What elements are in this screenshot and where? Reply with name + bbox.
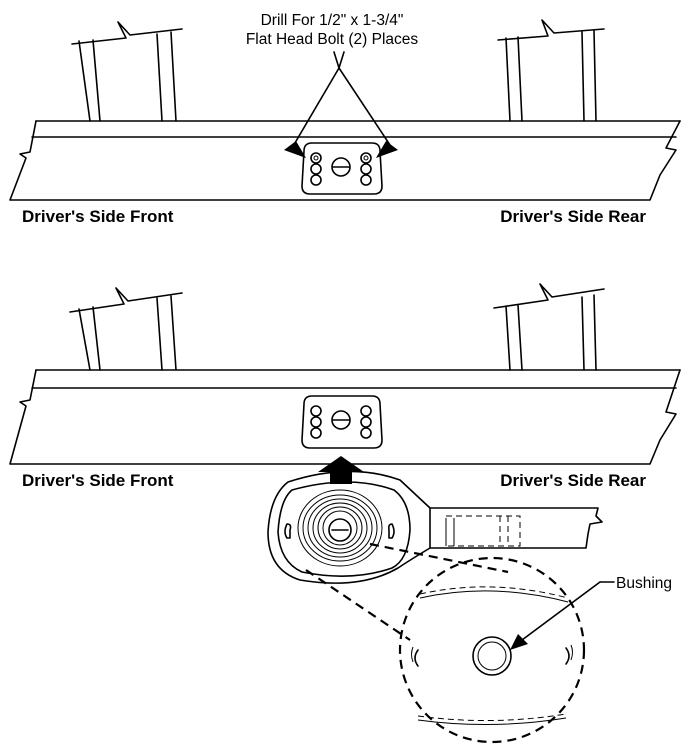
top-left-crossmember <box>71 21 183 122</box>
drill-callout-arrows <box>284 51 398 158</box>
detail-projection-lines <box>305 542 509 641</box>
drill-callout-line2: Flat Head Bolt (2) Places <box>246 31 419 48</box>
bottom-view: Driver's Side Front Driver's Side Rear <box>9 283 681 744</box>
bushing-callout <box>510 581 615 650</box>
bottom-right-crossmember <box>493 283 605 371</box>
bushing-label: Bushing <box>616 575 672 592</box>
bottom-front-label: Driver's Side Front <box>22 471 174 490</box>
install-direction-arrow <box>318 456 364 484</box>
top-front-label: Driver's Side Front <box>22 207 174 226</box>
bottom-left-crossmember <box>69 287 183 371</box>
top-view: Drill For 1/2" x 1-3/4" Flat Head Bolt (… <box>9 12 681 226</box>
bottom-frame-rail <box>9 369 681 465</box>
top-right-crossmember <box>497 19 605 122</box>
hitch-bracket <box>267 470 603 584</box>
bottom-rear-label: Driver's Side Rear <box>500 471 646 490</box>
top-rear-label: Driver's Side Rear <box>500 207 646 226</box>
bushing-detail <box>398 556 586 744</box>
drill-callout-line1: Drill For 1/2" x 1-3/4" <box>261 12 404 29</box>
bottom-mounting-plate <box>301 395 383 449</box>
top-frame-rail <box>9 120 681 201</box>
top-mounting-plate <box>301 142 383 195</box>
